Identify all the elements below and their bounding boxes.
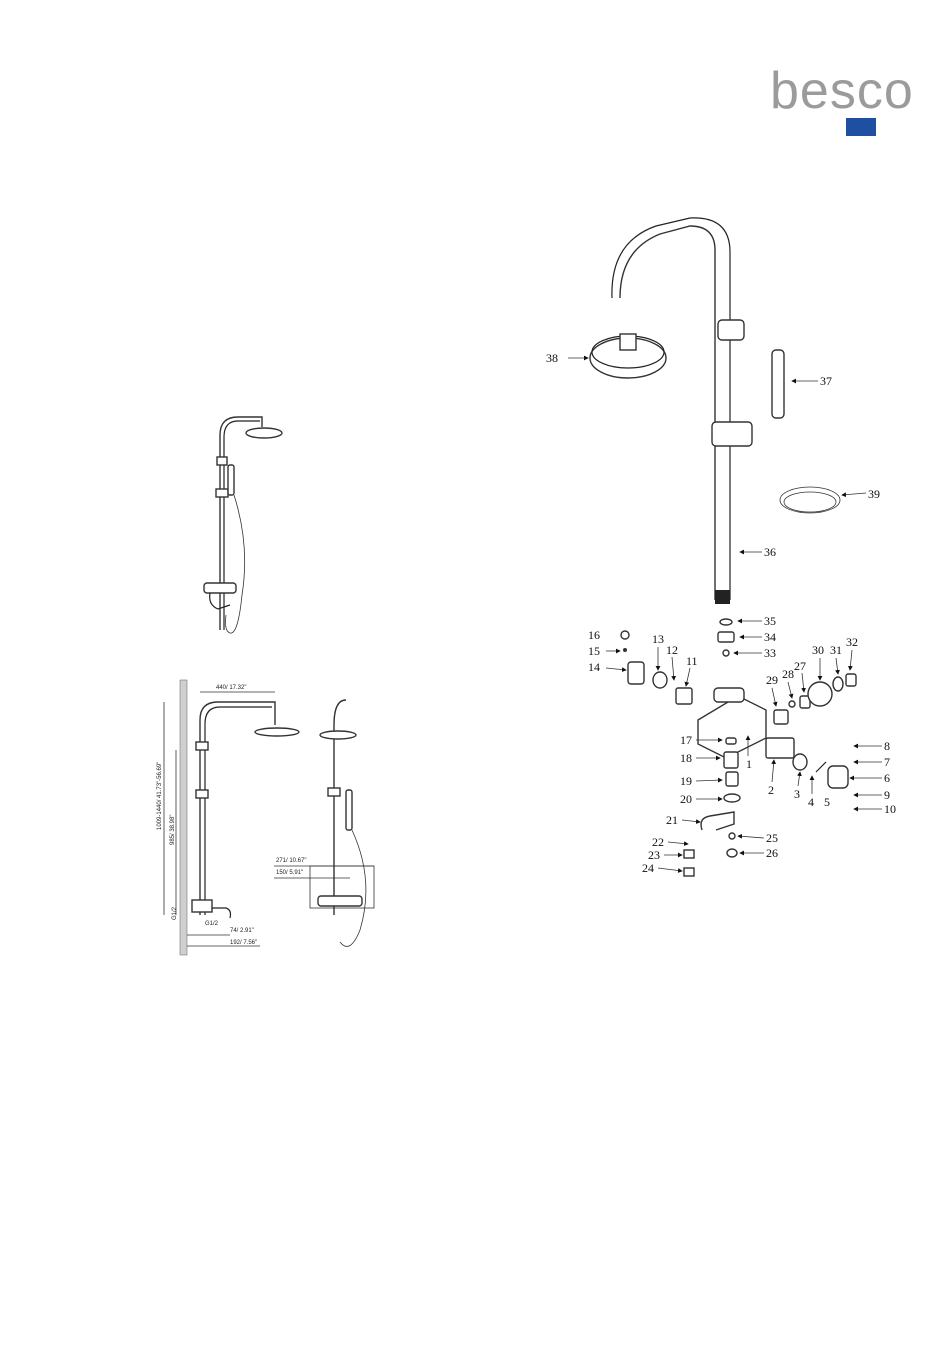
part-22: 22	[652, 835, 664, 849]
part-16: 16	[588, 628, 600, 642]
part-24: 24	[642, 861, 654, 875]
part-5: 5	[824, 795, 830, 809]
part-29: 29	[766, 673, 778, 687]
part-36: 36	[764, 545, 776, 559]
part-18: 18	[680, 751, 692, 765]
technical-dimension-drawing: 440/ 17.32" 1009-1440/ 41.73"-56.69" 985…	[150, 680, 390, 960]
brand-logo: besco	[770, 60, 945, 138]
part-25: 25	[766, 831, 778, 845]
part-1: 1	[746, 757, 752, 771]
part-3: 3	[794, 787, 800, 801]
dim-width-top: 440/ 17.32"	[216, 685, 247, 691]
exploded-parts-diagram: 38 37 39 36 35 34 33 16 15 14 13 12 11 1…	[530, 210, 920, 890]
part-39: 39	[868, 487, 880, 501]
part-8: 8	[884, 739, 890, 753]
part-6: 6	[884, 771, 890, 785]
dim-spout-reach: 192/ 7.56"	[230, 940, 257, 946]
part-31: 31	[830, 643, 842, 657]
part-30: 30	[812, 643, 824, 657]
dim-thread-spout: G1/2	[205, 921, 219, 927]
part-27: 27	[794, 659, 806, 673]
part-7: 7	[884, 755, 890, 769]
part-17: 17	[680, 733, 692, 747]
part-23: 23	[648, 848, 660, 862]
part-32: 32	[846, 635, 858, 649]
part-28: 28	[782, 667, 794, 681]
part-4: 4	[808, 795, 814, 809]
dim-mixer-inner: 150/ 5.91"	[276, 870, 303, 876]
part-12: 12	[666, 643, 678, 657]
part-10: 10	[884, 802, 896, 816]
part-15: 15	[588, 644, 600, 658]
part-38: 38	[546, 351, 558, 365]
part-2: 2	[768, 783, 774, 797]
dim-height-total: 1009-1440/ 41.73"-56.69"	[157, 762, 163, 830]
part-13: 13	[652, 632, 664, 646]
part-35: 35	[764, 614, 776, 628]
part-37: 37	[820, 374, 832, 388]
part-21: 21	[666, 813, 678, 827]
part-20: 20	[680, 792, 692, 806]
part-9: 9	[884, 788, 890, 802]
part-19: 19	[680, 774, 692, 788]
brand-logo-mark	[846, 118, 876, 136]
dim-height-mid: 985/ 38.98"	[170, 815, 176, 846]
part-14: 14	[588, 660, 600, 674]
dim-spout-depth: 74/ 2.91"	[230, 928, 254, 934]
part-33: 33	[764, 646, 776, 660]
part-34: 34	[764, 630, 776, 644]
part-26: 26	[766, 846, 778, 860]
dim-mixer-width: 271/ 10.67"	[276, 858, 307, 864]
dim-thread-left: G1/2	[172, 906, 178, 920]
brand-logo-text: besco	[770, 60, 914, 122]
part-11: 11	[686, 654, 698, 668]
product-perspective-view	[190, 405, 300, 645]
